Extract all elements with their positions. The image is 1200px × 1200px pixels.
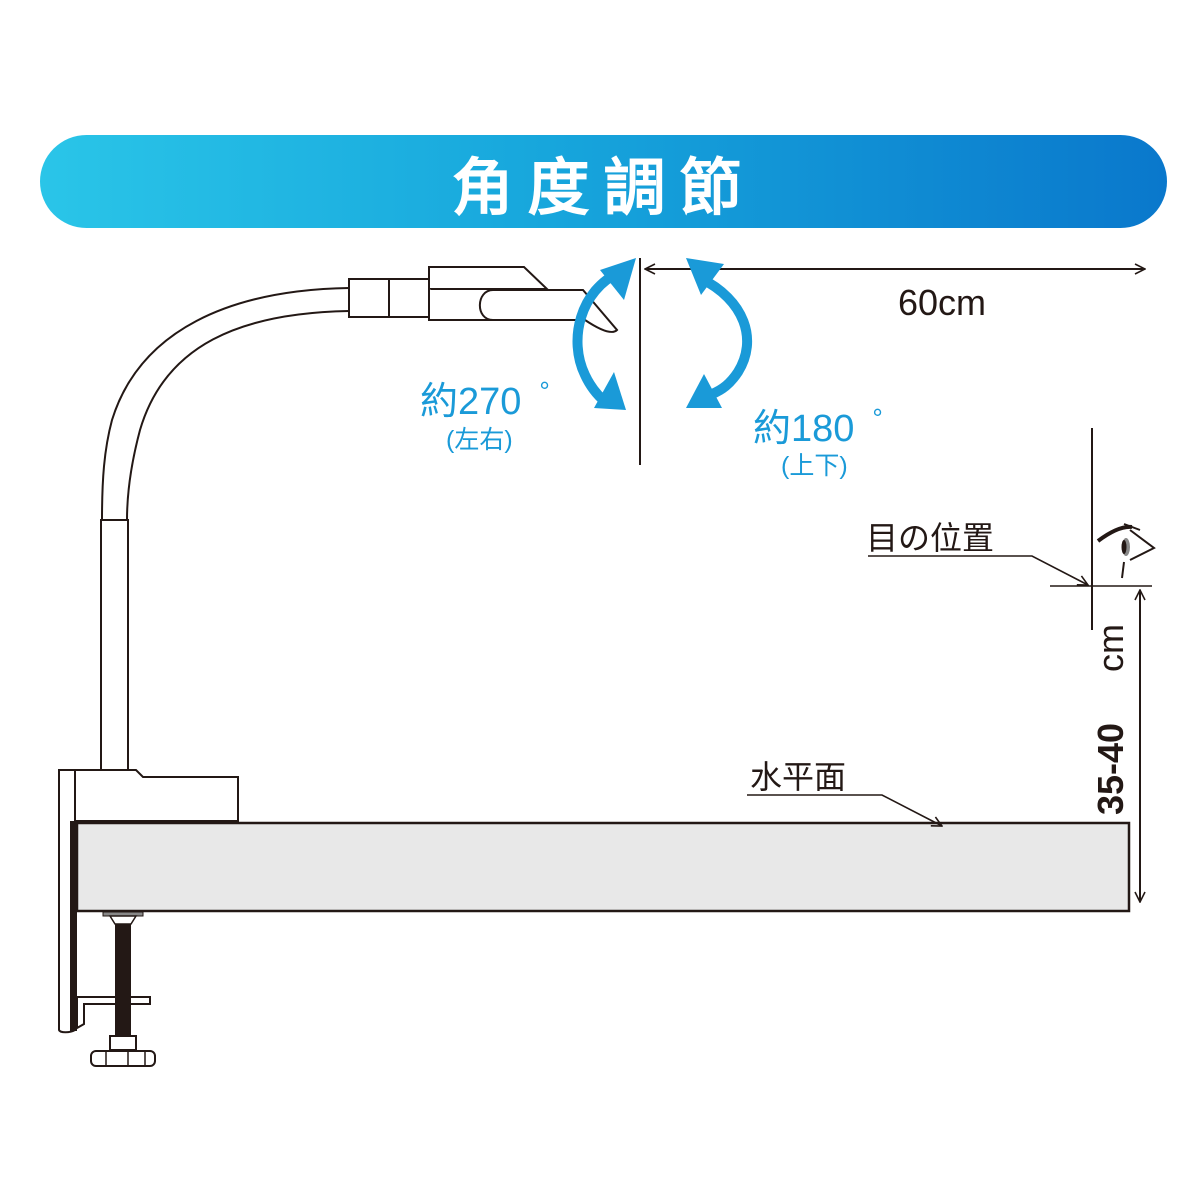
clamp-base bbox=[59, 769, 239, 822]
degree-symbol: ° bbox=[872, 403, 883, 433]
distance-label: 60cm bbox=[898, 282, 987, 323]
horizontal-plane-leader bbox=[747, 794, 942, 826]
rotation-vertical-label: 約180° bbox=[753, 403, 883, 450]
eye-icon bbox=[1096, 523, 1156, 579]
rotation-arrow-vertical-icon bbox=[686, 258, 753, 408]
rotation-horizontal-label: 約270° bbox=[420, 376, 550, 423]
rotation-vertical-sublabel: (上下) bbox=[781, 452, 848, 480]
desk-surface bbox=[75, 821, 1131, 913]
degree-symbol: ° bbox=[539, 376, 550, 406]
eye-height-label: 35-40 bbox=[1090, 722, 1131, 815]
eye-position-leader bbox=[868, 555, 1152, 587]
gooseneck-arm bbox=[101, 287, 350, 521]
clamp-screw bbox=[90, 911, 156, 1067]
lamp-stem bbox=[100, 519, 129, 771]
eye-position-label: 目の位置 bbox=[866, 519, 995, 557]
title-banner: 角度調節 bbox=[40, 135, 1167, 228]
horizontal-plane-label: 水平面 bbox=[750, 758, 847, 796]
banner-title: 角度調節 bbox=[451, 150, 756, 224]
rotation-horizontal-sublabel: (左右) bbox=[446, 426, 513, 454]
eye-height-unit: cm bbox=[1090, 624, 1131, 672]
rotation-arrow-horizontal-icon bbox=[572, 258, 636, 410]
clamp-plate bbox=[58, 769, 151, 1034]
